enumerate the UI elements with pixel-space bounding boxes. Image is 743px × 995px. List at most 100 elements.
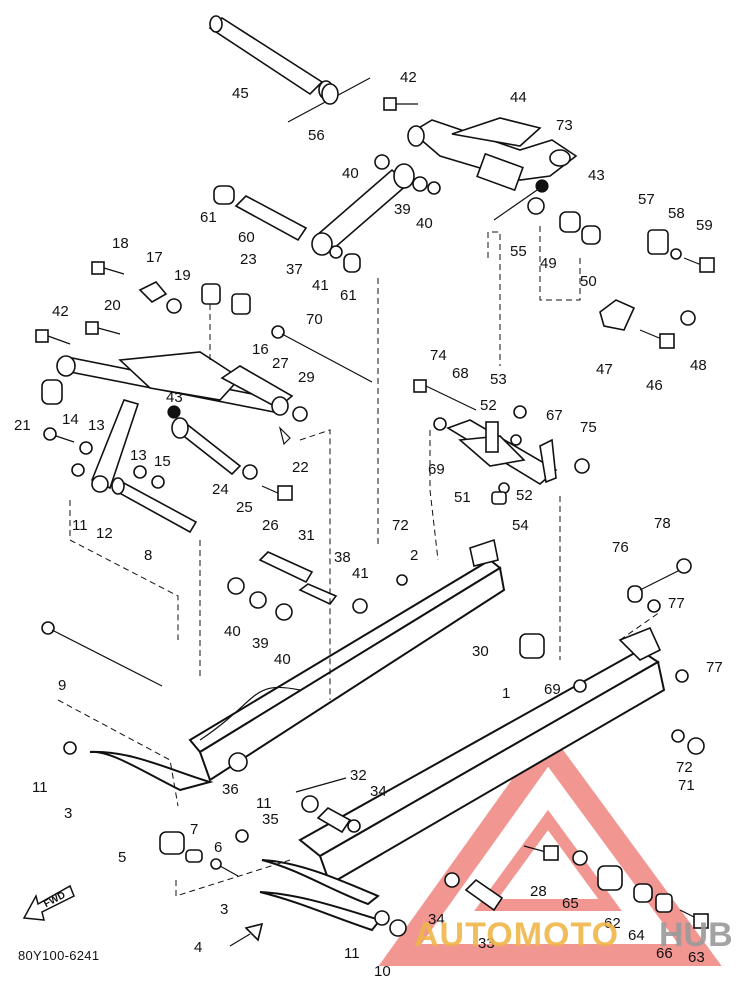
nut-75 [574, 458, 590, 474]
watermark-hub: HUB [659, 916, 733, 954]
callout-22: 22 [292, 459, 309, 476]
bushing-7 [185, 849, 203, 863]
dashed-guides [57, 226, 661, 897]
bushing-66 [655, 893, 673, 913]
callout-49: 49 [540, 255, 557, 272]
callout-25: 25 [236, 499, 253, 516]
callout-56: 56 [308, 127, 325, 144]
nut-43-upper [535, 179, 549, 193]
bushing-55 [527, 197, 545, 215]
rear-arm-44 [407, 117, 578, 192]
nut-43-front [167, 405, 181, 419]
front-arm-16 [56, 351, 294, 416]
callout-66: 66 [656, 945, 673, 962]
callout-24: 24 [212, 481, 229, 498]
callout-1: 1 [502, 685, 510, 702]
callout-43: 43 [588, 167, 605, 184]
callout-51: 51 [454, 489, 471, 506]
fwd-label: FWD [42, 890, 67, 910]
nut-40d [275, 603, 293, 621]
bushing-21 [41, 379, 63, 405]
washer-40c [227, 577, 245, 595]
washer-25 [242, 464, 258, 480]
nut-19 [166, 298, 182, 314]
nut-71 [687, 737, 705, 755]
callout-63: 63 [688, 949, 705, 966]
washer-34a [347, 819, 361, 833]
callout-52: 52 [480, 397, 497, 414]
spring-56 [321, 83, 339, 105]
washer-72a [396, 574, 408, 586]
shock-absorber-37 [311, 163, 415, 256]
callout-55: 55 [510, 243, 527, 260]
bushing-61b [343, 253, 361, 273]
callout-65: 65 [562, 895, 579, 912]
callout-33: 33 [478, 935, 495, 952]
stopper-23b [231, 293, 251, 315]
washer-65 [572, 850, 588, 866]
shaft-8 [111, 477, 198, 534]
callout-40: 40 [416, 215, 433, 232]
callout-23: 23 [240, 251, 257, 268]
callout-38: 38 [334, 549, 351, 566]
slide-rail-1 [298, 626, 666, 886]
watermark: AUTOMOTO HUB [414, 908, 740, 968]
callout-37: 37 [286, 261, 303, 278]
callout-11: 11 [32, 779, 48, 796]
clamp-17 [138, 281, 168, 303]
nut-15 [151, 475, 165, 489]
nut-10 [389, 919, 407, 937]
callout-69: 69 [428, 461, 445, 478]
callout-43: 43 [166, 389, 183, 406]
bolt-46 [639, 329, 675, 349]
collar-31 [258, 551, 314, 584]
callout-6: 6 [214, 839, 222, 856]
callout-21: 21 [14, 417, 31, 434]
callout-30: 30 [472, 643, 489, 660]
collar-40a [374, 154, 390, 170]
callout-34: 34 [370, 783, 387, 800]
callout-8: 8 [144, 547, 152, 564]
callout-44: 44 [510, 89, 527, 106]
washer-72b [671, 729, 685, 743]
callout-45: 45 [232, 85, 249, 102]
collar-33 [464, 878, 504, 912]
collar-64 [633, 883, 653, 903]
callout-14: 14 [62, 411, 79, 428]
callout-16: 16 [252, 341, 269, 358]
callout-28: 28 [530, 883, 547, 900]
callout-2: 2 [410, 547, 418, 564]
bushing-49 [559, 211, 581, 233]
callout-4: 4 [194, 939, 202, 956]
nut-54 [491, 491, 507, 505]
callout-7: 7 [190, 821, 198, 838]
callout-57: 57 [638, 191, 655, 208]
washer-11c [235, 829, 249, 843]
stopper-30 [519, 633, 545, 659]
washer-39a [412, 176, 428, 192]
callout-18: 18 [112, 235, 129, 252]
callout-48: 48 [690, 357, 707, 374]
bolt-9 [41, 621, 163, 687]
nut-40b [427, 181, 441, 195]
washer-34b [444, 872, 460, 888]
watermark-brand: AUTOMOTO [414, 916, 620, 954]
callout-62: 62 [604, 915, 621, 932]
washer-69a [433, 417, 447, 431]
stopper-57 [647, 229, 669, 255]
callout-11: 11 [72, 517, 88, 534]
washer-29 [292, 406, 308, 422]
washer-69b [573, 679, 587, 693]
callout-64: 64 [628, 927, 645, 944]
nut-78 [676, 558, 692, 574]
callout-72: 72 [676, 759, 693, 776]
bolt-42-upper [383, 97, 418, 111]
callout-3: 3 [64, 805, 72, 822]
callout-74: 74 [430, 347, 447, 364]
wear-bar-3a [89, 750, 214, 792]
callout-67: 67 [546, 407, 563, 424]
callout-60: 60 [238, 229, 255, 246]
collar-32 [316, 807, 352, 834]
callout-78: 78 [654, 515, 671, 532]
callout-73: 73 [556, 117, 573, 134]
